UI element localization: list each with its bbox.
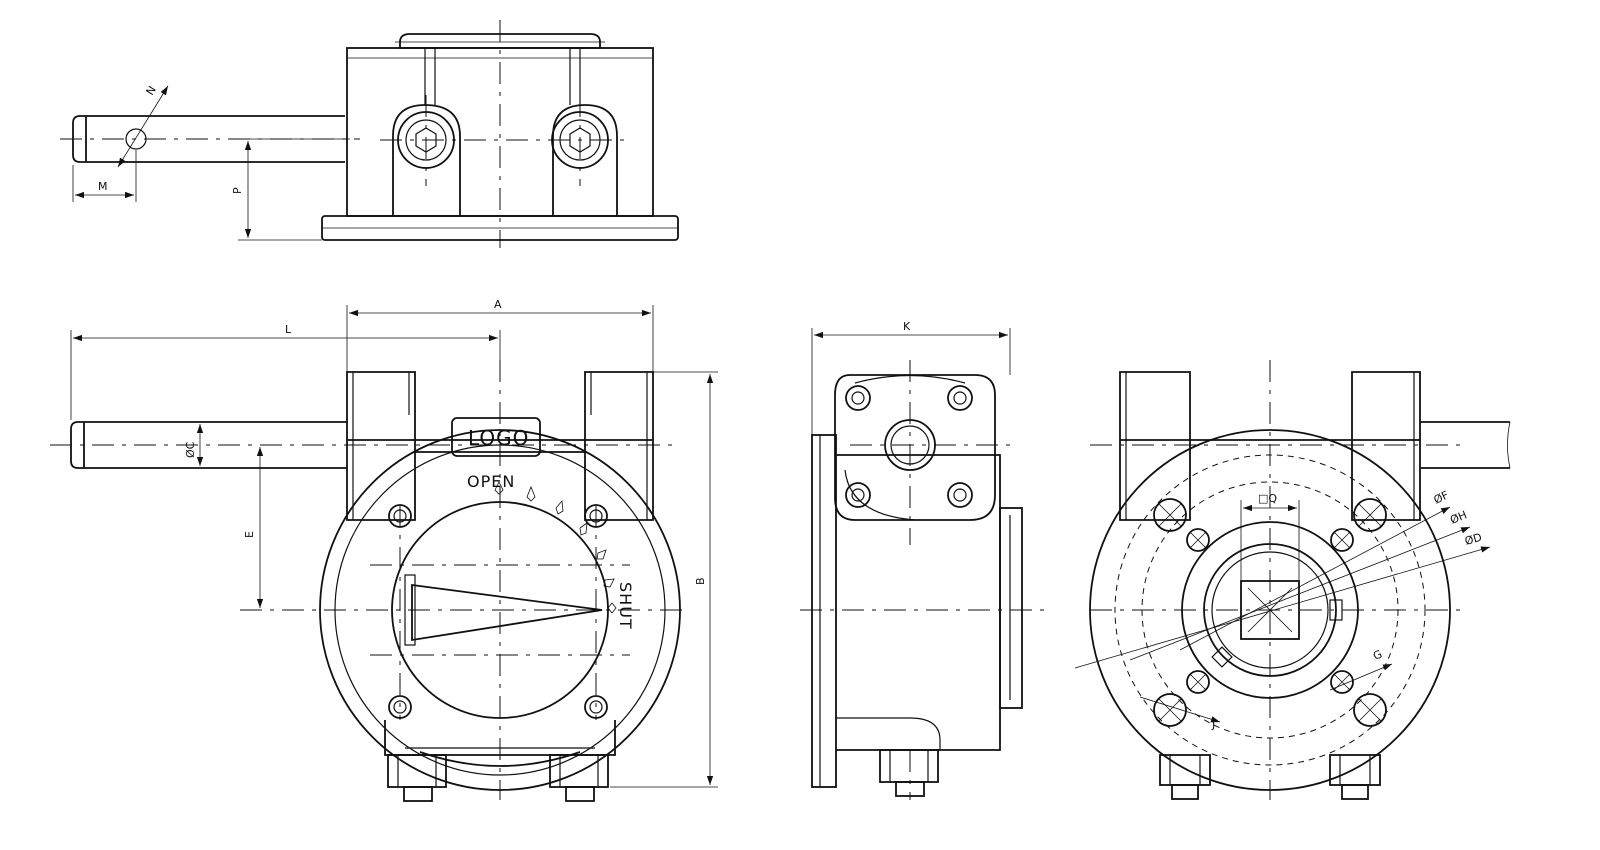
dim-k-label: K — [903, 320, 911, 333]
open-label: OPEN — [467, 472, 515, 491]
dim-c-label: ØC — [184, 441, 197, 458]
dim-f-label: ØF — [1432, 488, 1451, 506]
front-nut-right — [549, 754, 609, 802]
shut-label: SHUT — [616, 582, 635, 630]
dim-m-label: M — [98, 180, 108, 193]
side-view: K — [800, 320, 1050, 800]
dim-j-label: J — [1211, 718, 1215, 731]
logo-text: LOGO — [468, 426, 529, 450]
side-nut — [879, 749, 939, 797]
dim-h-label: ØH — [1448, 508, 1469, 526]
dim-p-label: P — [231, 187, 244, 194]
bottom-nut-right — [1329, 754, 1381, 800]
flange-bolt-hole-outer — [1153, 693, 1187, 727]
flange-bolt-hole-inner — [1330, 528, 1354, 552]
dim-b-label: B — [694, 577, 707, 585]
flange-bolt-hole-outer — [1353, 693, 1387, 727]
side-bolt — [845, 385, 871, 411]
indicator-pointer — [411, 583, 603, 642]
dim-q-label: □Q — [1258, 492, 1277, 505]
side-bolt — [947, 482, 973, 508]
top-view: N M P — [60, 20, 679, 248]
front-nut-left — [387, 754, 447, 802]
bottom-nut-left — [1159, 754, 1211, 800]
flange-bolt-hole-outer — [1153, 498, 1187, 532]
bracket-plate — [834, 374, 996, 521]
flange-bolt-hole-outer — [1353, 498, 1387, 532]
dim-g-label: G — [1371, 648, 1384, 663]
dim-a-label: A — [494, 298, 502, 311]
bottom-view: □Q ØF ØH ØD G J — [1074, 360, 1511, 800]
side-bolt — [947, 385, 973, 411]
dim-l-label: L — [285, 323, 292, 336]
dim-d-label: ØD — [1463, 531, 1483, 548]
dim-n-label: N — [144, 84, 159, 98]
flange-bolt-hole-inner — [1186, 528, 1210, 552]
front-view: LOGO OPEN SHUT A L — [50, 298, 718, 802]
dim-e-label: E — [243, 531, 256, 538]
side-bolt — [845, 482, 871, 508]
flange-bolt-hole-inner — [1186, 670, 1210, 694]
